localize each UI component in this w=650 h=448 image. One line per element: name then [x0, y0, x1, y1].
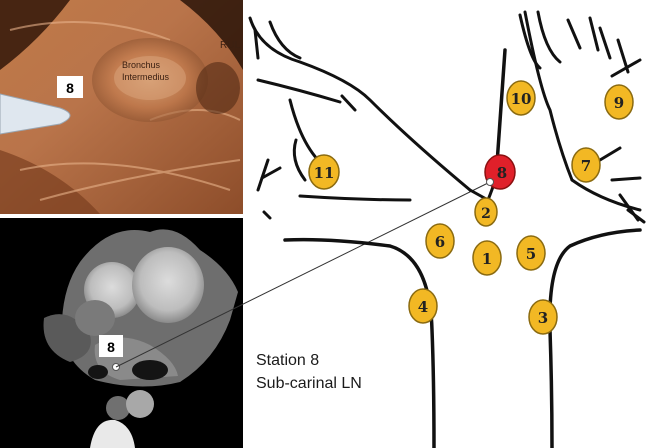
station-6-label: 6: [435, 233, 445, 251]
station-1-node: 1: [472, 240, 502, 276]
station-7-label: 7: [581, 157, 591, 175]
station-10-node: 10: [506, 80, 536, 116]
station-3-label: 3: [538, 309, 548, 327]
station-9-node: 9: [604, 84, 634, 120]
connector-line: [115, 181, 491, 368]
station-10-label: 10: [511, 90, 532, 108]
station-5-node: 5: [516, 235, 546, 271]
station-7-node: 7: [571, 147, 601, 183]
diagram-target-marker: [486, 178, 494, 186]
station-5-label: 5: [526, 245, 536, 263]
caption-station: Station 8: [256, 352, 320, 369]
needle-label-box: [57, 76, 83, 98]
station-4-label: 4: [418, 298, 428, 316]
station-1-label: 1: [482, 250, 492, 268]
station-3-node: 3: [528, 299, 558, 335]
ct-station-label: 8: [107, 339, 115, 355]
ct-label-box: [99, 335, 123, 357]
station-4-node: 4: [408, 288, 438, 324]
bronchoscopy-image: Bronchus Intermedius RUL 8: [0, 0, 243, 214]
bronchus-intermedius-label-1: Bronchus: [122, 60, 161, 70]
rul-label: RUL: [220, 40, 240, 51]
heart-shape: [132, 247, 204, 323]
caption-description: Sub-carinal LN: [256, 375, 362, 392]
ct-scan-image: 8: [0, 218, 243, 448]
bronchus-intermedius-label-2: Intermedius: [122, 72, 170, 82]
ebus-needle: [0, 93, 71, 135]
station-9-label: 9: [614, 94, 624, 112]
needle-station-label: 8: [66, 80, 74, 96]
station-2-node: 2: [474, 197, 498, 227]
station-8-label: 8: [497, 164, 507, 182]
station-11-node: 11: [308, 154, 340, 190]
airway-diagram: [248, 10, 646, 448]
station-11-label: 11: [314, 164, 335, 182]
station-nodes: 10 9 11 8 7 2 6 1: [308, 80, 634, 335]
station-6-node: 6: [425, 223, 455, 259]
station-2-label: 2: [481, 206, 491, 222]
